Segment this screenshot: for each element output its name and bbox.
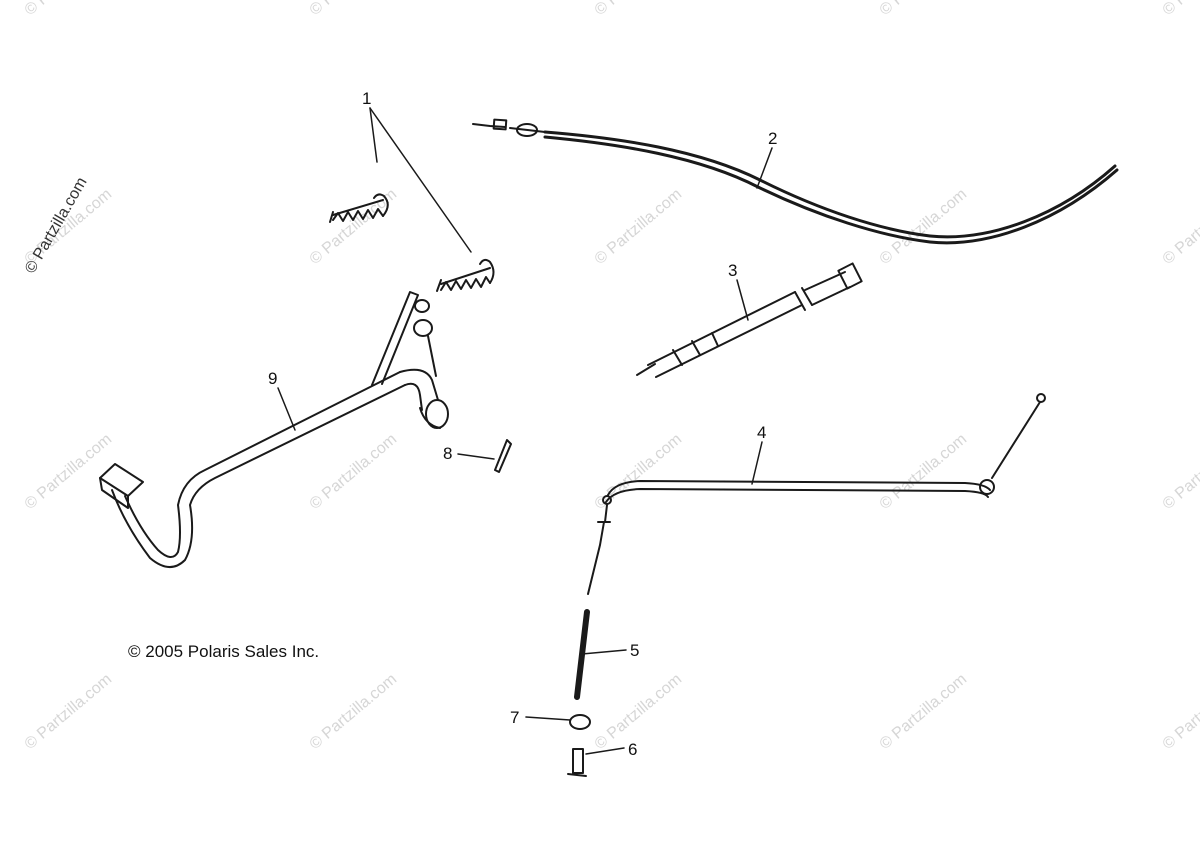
part-3-adjuster: [636, 262, 863, 378]
part-9-pedal: [99, 291, 449, 568]
watermark-text: © Partzilla.com: [307, 431, 401, 513]
watermark-text: © Partzilla.com: [307, 671, 401, 753]
part-7-bushing: [569, 714, 591, 730]
watermark-text: © Partzilla.com: [592, 186, 686, 268]
watermark-text: © Partzilla.com: [22, 0, 116, 19]
watermark-text: © Partzilla.com: [22, 431, 116, 513]
watermark-text: © Partzilla.com: [877, 671, 971, 753]
callout-7: 7: [510, 708, 519, 727]
callouts: 1 2 3 4 5 6 7 8 9: [268, 89, 777, 759]
callout-5: 5: [630, 641, 639, 660]
watermark-text: © Partzilla.com: [1160, 0, 1200, 19]
callout-3: 3: [728, 261, 737, 280]
callout-9: 9: [268, 369, 277, 388]
watermark-text: © Partzilla.com: [22, 671, 116, 753]
copyright-text: © 2005 Polaris Sales Inc.: [128, 642, 320, 661]
watermark-text: © Partzilla.com: [877, 0, 971, 19]
part-8-clip: [494, 439, 512, 473]
watermark-text: © Partzilla.com: [592, 431, 686, 513]
watermark-text: © Partzilla.com: [307, 0, 401, 19]
watermark-text: © Partzilla.com: [592, 0, 686, 19]
part-4-rod: [587, 393, 1046, 595]
callout-1: 1: [362, 89, 371, 108]
watermark-text: © Partzilla.com: [1160, 671, 1200, 753]
watermark-text: © Partzilla.com: [1160, 431, 1200, 513]
watermark-text: © Partzilla.com: [592, 671, 686, 753]
leader-lines: [277, 107, 773, 755]
callout-4: 4: [757, 423, 766, 442]
part-2-cable: [472, 118, 1119, 245]
watermark-text: © Partzilla.com: [877, 431, 971, 513]
part-6-pin: [567, 748, 587, 777]
callout-6: 6: [628, 740, 637, 759]
watermark-layer: © Partzilla.com © Partzilla.com © Partzill…: [22, 0, 1200, 753]
callout-8: 8: [443, 444, 452, 463]
watermark-text: © Partzilla.com: [877, 186, 971, 268]
watermark-text: © Partzilla.com: [1160, 186, 1200, 268]
callout-2: 2: [768, 129, 777, 148]
part-1-springs: [329, 193, 495, 292]
